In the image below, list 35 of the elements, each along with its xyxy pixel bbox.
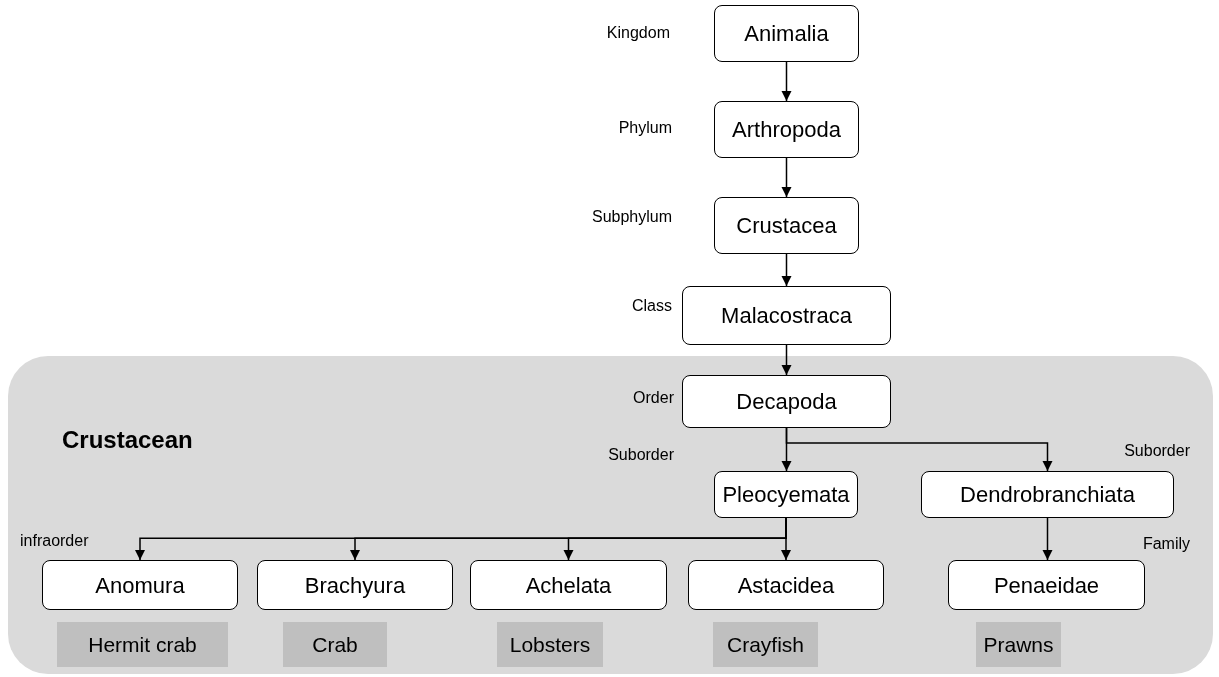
- rank-label: infraorder: [20, 531, 89, 551]
- group-panel: [8, 356, 1213, 674]
- taxon-box: Astacidea: [688, 560, 884, 610]
- rank-label: Class: [632, 296, 672, 316]
- arrow: [781, 344, 792, 376]
- arrow: [781, 61, 792, 102]
- rank-label: Kingdom: [606, 23, 670, 43]
- taxon-box: Malacostraca: [682, 286, 891, 345]
- taxon-box: Brachyura: [257, 560, 453, 610]
- common-name-tag: Crayfish: [713, 622, 818, 667]
- rank-label: Phylum: [618, 118, 672, 138]
- common-name-tag: Prawns: [976, 622, 1061, 667]
- common-name-tag: Lobsters: [497, 622, 603, 667]
- taxon-box: Penaeidae: [948, 560, 1145, 610]
- rank-label: Suborder: [1124, 441, 1190, 461]
- taxon-box: Anomura: [42, 560, 238, 610]
- rank-label: Family: [1142, 534, 1190, 554]
- arrow: [780, 517, 792, 561]
- arrow: [781, 157, 792, 198]
- common-name-tag: Crab: [283, 622, 387, 667]
- taxon-box: Achelata: [470, 560, 667, 610]
- taxon-box: Crustacea: [714, 197, 859, 254]
- rank-label: Order: [633, 388, 674, 408]
- arrow: [781, 253, 792, 287]
- arrow: [785, 427, 1053, 472]
- taxon-box: Pleocyemata: [714, 471, 858, 518]
- common-name-tag: Hermit crab: [57, 622, 228, 667]
- taxon-box: Arthropoda: [714, 101, 859, 158]
- rank-label: Suborder: [608, 445, 674, 465]
- taxon-box: Decapoda: [682, 375, 891, 428]
- taxon-box: Animalia: [714, 5, 859, 62]
- group-heading: Crustacean: [62, 425, 193, 455]
- rank-label: Subphylum: [591, 207, 672, 227]
- arrow: [1042, 517, 1053, 561]
- taxon-box: Dendrobranchiata: [921, 471, 1174, 518]
